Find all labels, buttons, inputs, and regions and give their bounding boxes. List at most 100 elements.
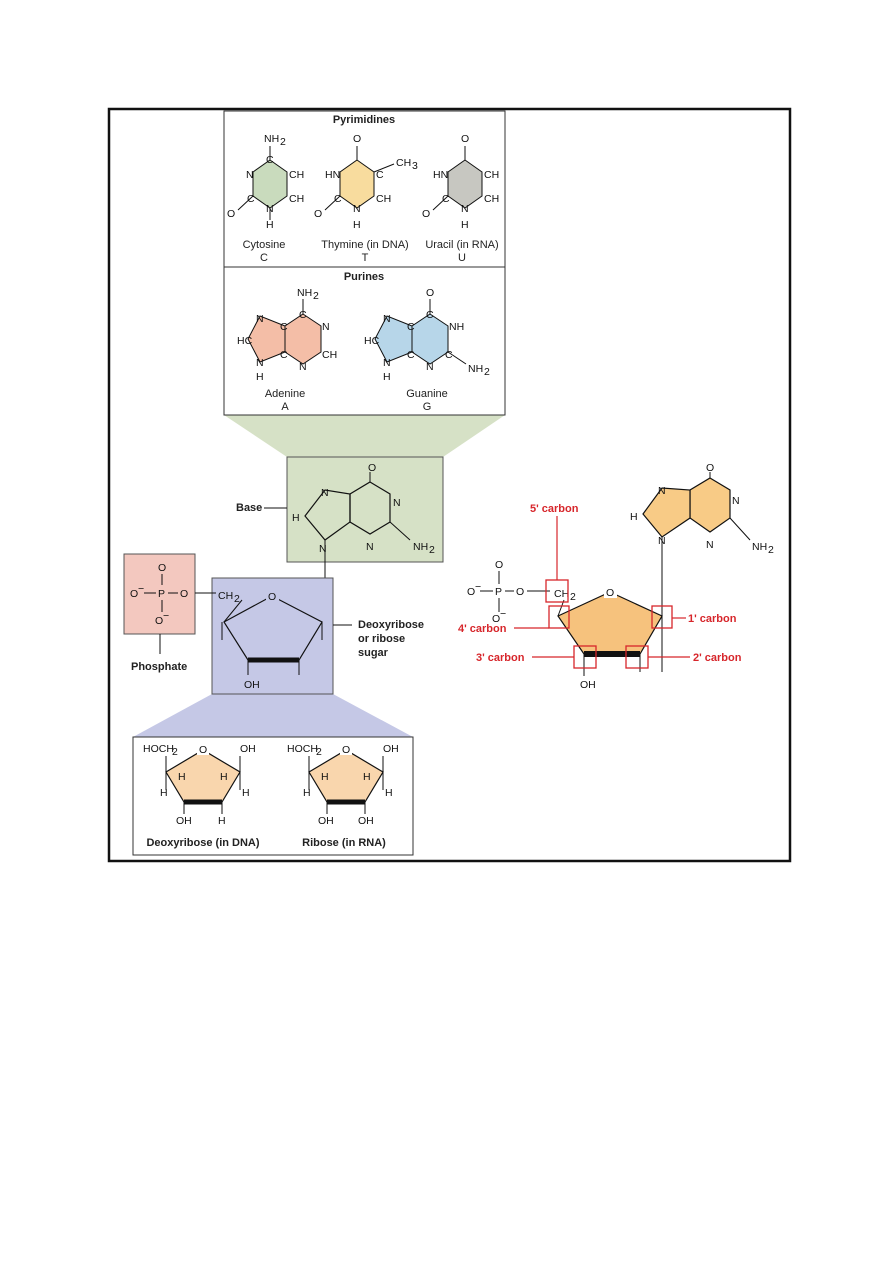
svg-text:3: 3 (412, 160, 418, 172)
svg-text:2: 2 (316, 746, 322, 758)
adenine-letter: A (281, 401, 289, 413)
svg-text:CH: CH (484, 169, 499, 181)
guanine-letter: G (423, 401, 432, 413)
svg-text:2: 2 (570, 591, 576, 603)
svg-text:O: O (314, 208, 322, 220)
svg-text:O: O (368, 462, 376, 474)
svg-text:H: H (363, 771, 371, 783)
svg-text:C: C (280, 321, 288, 333)
svg-text:CH: CH (376, 193, 391, 205)
svg-text:N: N (426, 361, 434, 373)
base-funnel (224, 415, 505, 457)
svg-text:H: H (630, 511, 638, 523)
svg-text:C: C (376, 169, 384, 181)
svg-text:N: N (266, 203, 274, 215)
svg-text:P: P (495, 586, 502, 598)
svg-text:CH: CH (289, 169, 304, 181)
sugar-label-2: or ribose (358, 633, 405, 645)
svg-text:O: O (227, 208, 235, 220)
svg-text:P: P (158, 588, 165, 600)
uracil-letter: U (458, 252, 466, 264)
svg-text:O: O (492, 613, 500, 625)
svg-text:O: O (180, 588, 188, 600)
svg-text:CH: CH (322, 349, 337, 361)
svg-text:C: C (334, 193, 342, 205)
svg-text:NH: NH (449, 321, 464, 333)
svg-text:C: C (442, 193, 450, 205)
svg-text:OH: OH (318, 815, 334, 827)
svg-text:N: N (299, 361, 307, 373)
purines-title: Purines (344, 271, 384, 283)
svg-text:HN: HN (325, 169, 340, 181)
svg-text:H: H (242, 787, 250, 799)
svg-text:NH: NH (297, 287, 312, 299)
svg-text:C: C (266, 154, 274, 166)
svg-text:H: H (353, 219, 361, 231)
svg-text:O: O (426, 287, 434, 299)
svg-text:H: H (303, 787, 311, 799)
phosphate-label: Phosphate (131, 661, 187, 673)
guanine-label: Guanine (406, 388, 448, 400)
svg-text:N: N (658, 485, 666, 497)
sugar-label-1: Deoxyribose (358, 619, 424, 631)
svg-text:NH: NH (413, 541, 428, 553)
svg-text:CH: CH (484, 193, 499, 205)
svg-text:O: O (706, 462, 714, 474)
adenine-label: Adenine (265, 388, 305, 400)
svg-text:O: O (467, 586, 475, 598)
svg-text:H: H (178, 771, 186, 783)
svg-text:O: O (516, 586, 524, 598)
svg-text:N: N (366, 541, 374, 553)
svg-text:H: H (383, 371, 391, 383)
carbon-1-label: 1' carbon (688, 613, 737, 625)
carbon-5-label: 5' carbon (530, 503, 579, 515)
svg-text:−: − (138, 583, 144, 595)
svg-text:N: N (319, 543, 327, 555)
thymine-letter: T (362, 252, 369, 264)
sugar-funnel (133, 694, 413, 737)
svg-text:O: O (130, 588, 138, 600)
carbon-3-label: 3' carbon (476, 652, 525, 664)
svg-text:N: N (321, 487, 329, 499)
pyrimidines-title: Pyrimidines (333, 114, 395, 126)
svg-text:NH: NH (468, 363, 483, 375)
svg-text:−: − (163, 610, 169, 622)
svg-text:O: O (268, 591, 276, 603)
svg-text:C: C (407, 321, 415, 333)
svg-text:2: 2 (484, 366, 490, 378)
svg-text:OH: OH (358, 815, 374, 827)
svg-text:O: O (422, 208, 430, 220)
svg-text:H: H (321, 771, 329, 783)
uracil-structure: O CH CH HN C N O H (422, 133, 499, 231)
svg-text:CH: CH (218, 590, 233, 602)
svg-text:H: H (461, 219, 469, 231)
svg-text:NH: NH (264, 133, 279, 145)
svg-text:H: H (385, 787, 393, 799)
thymine-label: Thymine (in DNA) (321, 239, 408, 251)
base-label: Base (236, 502, 262, 514)
svg-text:HOCH: HOCH (287, 743, 318, 755)
svg-text:O: O (353, 133, 361, 145)
carbon-2-label: 2' carbon (693, 652, 742, 664)
svg-text:O: O (495, 559, 503, 571)
svg-text:N: N (353, 203, 361, 215)
svg-text:HN: HN (433, 169, 448, 181)
svg-text:O: O (342, 744, 350, 756)
svg-text:−: − (500, 608, 506, 620)
svg-text:N: N (658, 535, 666, 547)
svg-text:C: C (426, 309, 434, 321)
deoxyribose-label: Deoxyribose (in DNA) (146, 837, 259, 849)
svg-text:CH: CH (554, 588, 569, 600)
svg-text:N: N (706, 539, 714, 551)
svg-text:2: 2 (429, 544, 435, 556)
svg-text:OH: OH (240, 743, 256, 755)
ribose-label: Ribose (in RNA) (302, 837, 386, 849)
